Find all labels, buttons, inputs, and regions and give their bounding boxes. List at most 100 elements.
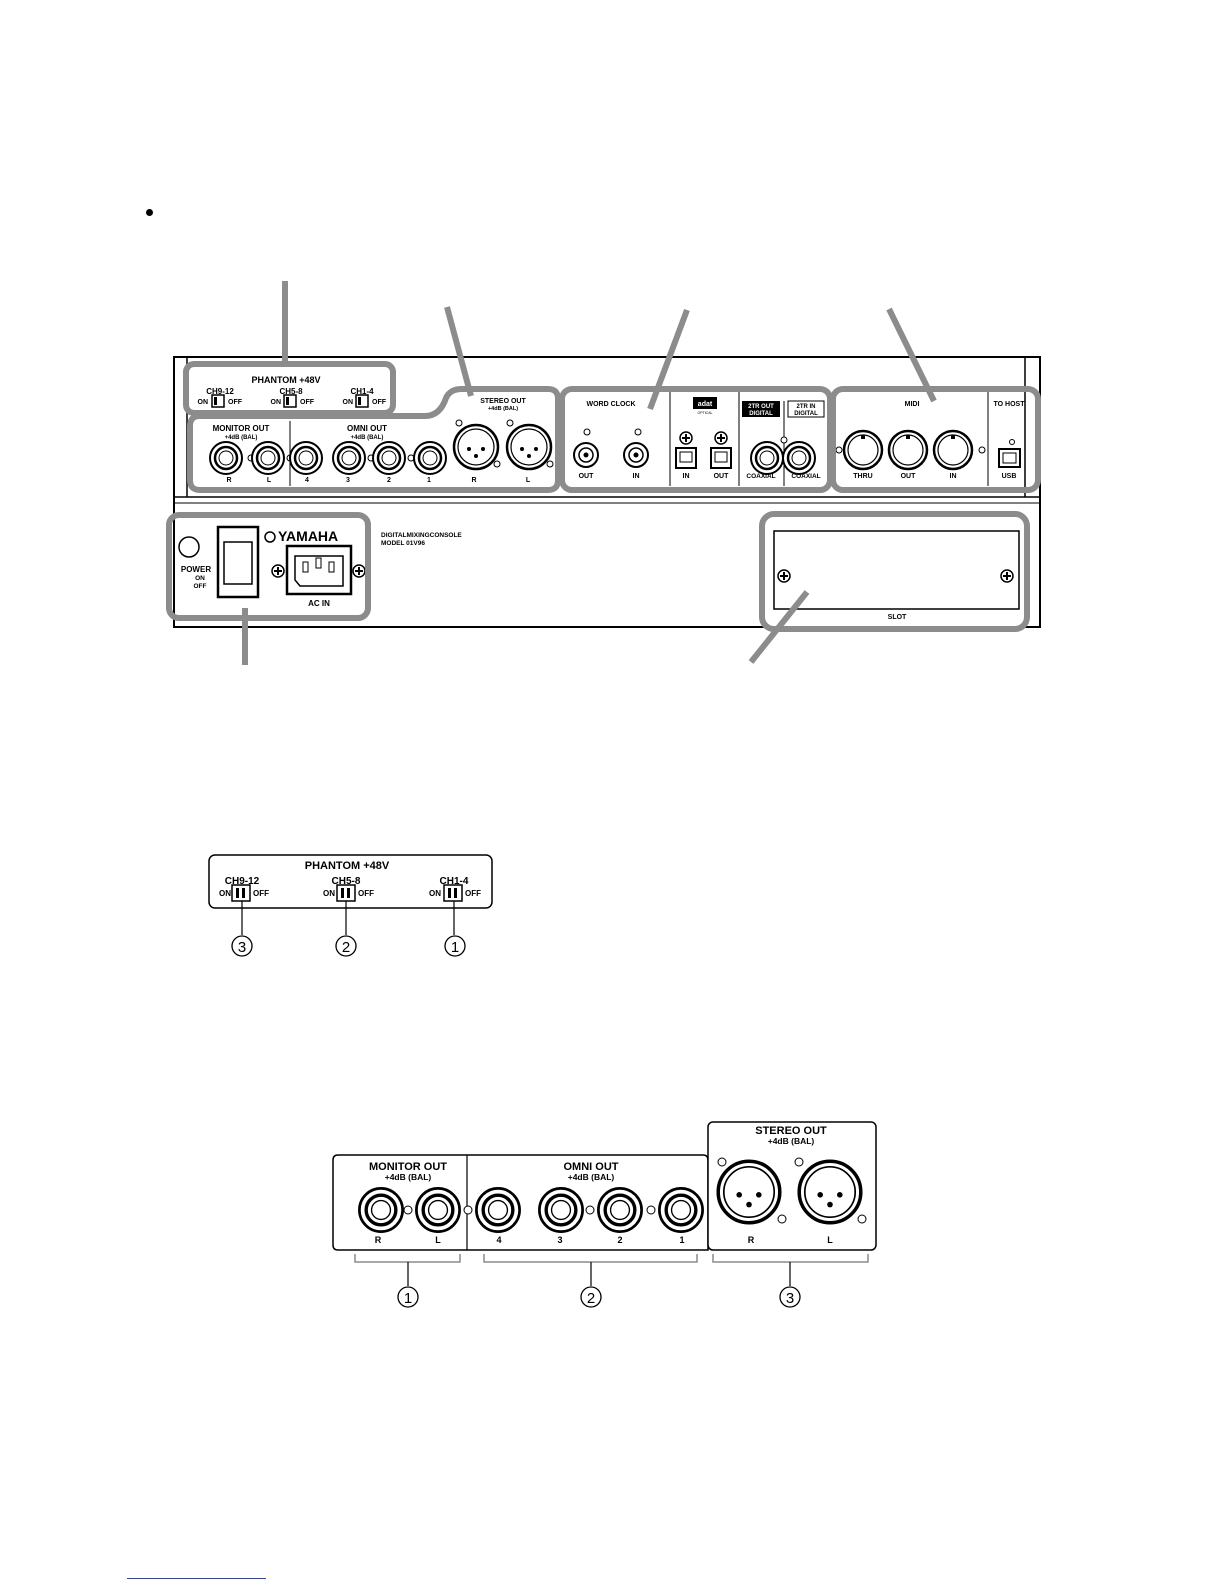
detail-monitor-l-label: L <box>435 1235 441 1245</box>
midi-usb-highlight <box>830 386 1041 493</box>
detail-omni-3-label: 3 <box>557 1235 562 1245</box>
adat-out-port[interactable] <box>710 447 732 469</box>
ch5-8-label: CH5-8 <box>279 387 303 396</box>
2tr-in-coaxial-jack[interactable] <box>781 440 817 476</box>
footer-link-underline[interactable] <box>127 1578 266 1579</box>
adat-optical-label: OPTICAL <box>698 411 713 415</box>
svg-text:3: 3 <box>786 1290 794 1307</box>
monitor-out-l-jack[interactable] <box>250 440 286 476</box>
midi-out-port[interactable] <box>887 429 929 471</box>
phantom-switch-group: PHANTOM +48V CH9-12 CH5-8 CH1-4 ON OFF O… <box>198 375 387 408</box>
ac-in-label: AC IN <box>308 599 330 608</box>
omni-4-label: 4 <box>305 477 309 484</box>
callout-2: 2 <box>335 935 357 957</box>
stereo-out-r-xlr[interactable] <box>452 423 500 471</box>
slot-cover[interactable] <box>773 530 1020 610</box>
ch1-4-off: OFF <box>372 399 387 406</box>
rear-panel-overview: PHANTOM +48V CH9-12 CH5-8 CH1-4 ON OFF O… <box>166 281 1041 665</box>
adat-in-indicator <box>679 431 693 445</box>
word-clock-in-bnc[interactable] <box>623 442 649 468</box>
omni-out-3-jack[interactable] <box>331 440 367 476</box>
output-jacks: MONITOR OUT +4dB (BAL) OMNI OUT +4dB (BA… <box>208 392 1025 486</box>
callout-pointers <box>242 281 937 665</box>
detail-ch1-4-label: CH1-4 <box>440 876 469 887</box>
midi-in-port[interactable] <box>932 429 974 471</box>
detail-omni-1-label: 1 <box>679 1235 684 1245</box>
detail-monitor-sub: +4dB (BAL) <box>385 1172 432 1182</box>
detail-ch5-8-on: ON <box>323 889 335 898</box>
omni-out-1-jack[interactable] <box>412 440 448 476</box>
detail-ch9-12-switch[interactable] <box>231 884 251 902</box>
detail-monitor-r-jack[interactable] <box>357 1186 405 1234</box>
outputs-detail: MONITOR OUT +4dB (BAL) OMNI OUT +4dB (BA… <box>332 1121 877 1308</box>
detail-ch5-8-label: CH5-8 <box>332 876 361 887</box>
detail-omni-title: OMNI OUT <box>564 1161 619 1173</box>
word-clock-out-label: OUT <box>579 473 595 480</box>
monitor-r-label: R <box>226 477 231 484</box>
svg-text:3: 3 <box>238 939 246 956</box>
phantom-detail-frame <box>208 854 493 909</box>
omni-out-sub: +4dB (BAL) <box>351 435 384 441</box>
adat-in-label: IN <box>683 473 690 480</box>
detail-monitor-l-jack[interactable] <box>414 1186 462 1234</box>
adat-out-indicator <box>714 431 728 445</box>
svg-text:2TR OUT: 2TR OUT <box>748 404 774 410</box>
adat-out-label: OUT <box>714 473 730 480</box>
word-clock-out-bnc[interactable] <box>573 442 599 468</box>
detail-stereo-r-label: R <box>748 1235 755 1245</box>
detail-stereo-sub: +4dB (BAL) <box>768 1136 815 1146</box>
callout-3: 3 <box>231 935 253 957</box>
callout-1: 1 <box>444 935 466 957</box>
ch1-4-phantom-switch[interactable] <box>355 394 369 408</box>
ac-in-screw-left <box>271 564 285 578</box>
stereo-out-l-xlr[interactable] <box>505 423 553 471</box>
omni-out-4-jack[interactable] <box>288 440 324 476</box>
power-off-label: OFF <box>194 583 207 590</box>
midi-thru-label: THRU <box>853 473 872 480</box>
monitor-out-r-jack[interactable] <box>208 440 244 476</box>
detail-omni-3-jack[interactable] <box>537 1186 585 1234</box>
output-callout-1: 1 <box>397 1286 419 1308</box>
detail-monitor-title: MONITOR OUT <box>369 1161 447 1173</box>
slot-screw-left <box>777 569 791 583</box>
usb-label: USB <box>1002 473 1017 480</box>
monitor-l-label: L <box>267 477 272 484</box>
svg-text:1: 1 <box>451 939 459 956</box>
detail-stereo-l-xlr[interactable] <box>797 1159 863 1225</box>
2tr-out-coaxial-label: COAXIAL <box>746 473 775 480</box>
detail-ch1-4-switch[interactable] <box>443 884 463 902</box>
outputs-highlight <box>187 386 561 493</box>
detail-omni-2-jack[interactable] <box>596 1186 644 1234</box>
model-line-2: MODEL 01V96 <box>381 540 425 547</box>
detail-stereo-title: STEREO OUT <box>755 1125 827 1137</box>
midi-out-label: OUT <box>901 473 917 480</box>
ch5-8-phantom-switch[interactable] <box>283 394 297 408</box>
svg-text:2: 2 <box>342 939 350 956</box>
output-callout-2: 2 <box>580 1286 602 1308</box>
adat-in-port[interactable] <box>675 447 697 469</box>
detail-ch1-4-on: ON <box>429 889 441 898</box>
power-on-label: ON <box>195 575 205 582</box>
detail-ch5-8-off: OFF <box>358 889 374 898</box>
omni-out-2-jack[interactable] <box>371 440 407 476</box>
midi-thru-port[interactable] <box>842 429 884 471</box>
detail-ch5-8-switch[interactable] <box>336 884 356 902</box>
detail-ch1-4-off: OFF <box>465 889 481 898</box>
slot-screw-right <box>1000 569 1014 583</box>
svg-text:DIGITAL: DIGITAL <box>749 411 773 417</box>
ch9-12-off: OFF <box>228 399 243 406</box>
detail-omni-4-jack[interactable] <box>474 1186 522 1234</box>
stereo-out-title: STEREO OUT <box>480 398 526 405</box>
svg-text:2: 2 <box>587 1290 595 1307</box>
detail-omni-1-jack[interactable] <box>657 1186 705 1234</box>
group-brackets <box>354 1254 869 1263</box>
ch9-12-phantom-switch[interactable] <box>211 394 225 408</box>
ch5-8-on: ON <box>271 399 282 406</box>
ch9-12-on: ON <box>198 399 209 406</box>
expansion-slot: SLOT <box>773 530 1020 621</box>
2tr-in-badge <box>787 400 825 418</box>
detail-stereo-r-xlr[interactable] <box>716 1159 782 1225</box>
2tr-out-coaxial-jack[interactable] <box>749 440 785 476</box>
monitor-out-title: MONITOR OUT <box>213 424 270 433</box>
